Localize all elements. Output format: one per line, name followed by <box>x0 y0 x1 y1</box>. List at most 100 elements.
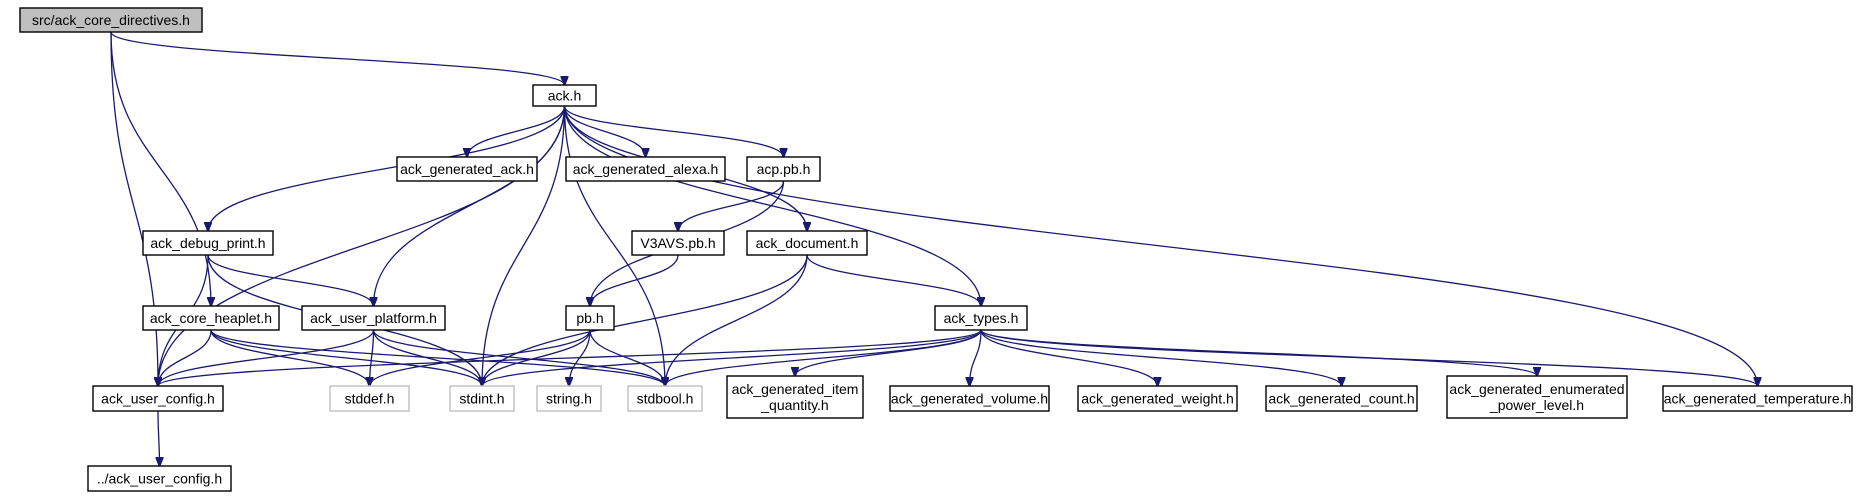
edge-v3avs-pb-to-pb-h <box>590 254 679 306</box>
node-label: ack_generated_volume.h <box>891 391 1048 407</box>
edge-ack-user-platform-to-stdint <box>372 329 483 386</box>
node-label: ack_types.h <box>944 310 1019 326</box>
node-ack-generated-item-quantity[interactable]: ack_generated_item_quantity.h <box>726 375 864 419</box>
edge-src-ack-core-directives-to-ack-core-heaplet <box>110 31 211 306</box>
node-label: stdbool.h <box>637 391 694 407</box>
node-ack-generated-count[interactable]: ack_generated_count.h <box>1265 385 1418 412</box>
node-stddef[interactable]: stddef.h <box>329 385 410 412</box>
edge-ack-core-heaplet-to-stdint <box>210 329 482 386</box>
node-box <box>329 385 410 412</box>
node-ack-generated-ack[interactable]: ack_generated_ack.h <box>396 156 538 182</box>
edge-ack-debug-print-to-ack-user-platform <box>207 254 374 306</box>
node-ack-debug-print[interactable]: ack_debug_print.h <box>142 230 274 256</box>
node-v3avs-pb[interactable]: V3AVS.pb.h <box>631 230 725 256</box>
edge-ack-types-to-ack-generated-weight <box>980 329 1158 386</box>
node-label: V3AVS.pb.h <box>640 235 715 251</box>
edge-acp-pb-to-v3avs-pb <box>678 180 785 231</box>
node-label: acp.pb.h <box>757 161 811 177</box>
node-box <box>142 305 280 331</box>
node-label: ack_generated_ack.h <box>400 161 534 177</box>
edge-ack-types-to-ack-generated-item-quantity <box>795 329 982 376</box>
node-box <box>1662 385 1853 412</box>
node-ack-generated-temperature[interactable]: ack_generated_temperature.h <box>1662 385 1853 412</box>
node-label: ack_document.h <box>756 235 859 251</box>
node-box <box>142 230 274 256</box>
node-ack-document[interactable]: ack_document.h <box>746 230 868 256</box>
edge-ack-user-config-to-parent-ack-user-config <box>158 410 160 466</box>
node-ack-generated-weight[interactable]: ack_generated_weight.h <box>1077 385 1238 412</box>
nodes-layer: src/ack_core_directives.h ack.h ack_genera… <box>19 7 1853 492</box>
edge-ack-h-to-acp-pb <box>563 105 784 157</box>
node-label-line: _quantity.h <box>760 397 828 413</box>
node-box <box>1446 375 1628 419</box>
node-box <box>87 465 232 492</box>
node-pb-h[interactable]: pb.h <box>565 305 615 331</box>
node-ack-core-heaplet[interactable]: ack_core_heaplet.h <box>142 305 280 331</box>
node-box <box>889 385 1050 412</box>
edge-ack-h-to-ack-types <box>563 105 982 306</box>
node-label: ack_generated_alexa.h <box>573 161 719 177</box>
node-box <box>746 156 821 182</box>
node-string-h[interactable]: string.h <box>536 385 602 412</box>
node-stdint[interactable]: stdint.h <box>449 385 515 412</box>
node-box <box>1077 385 1238 412</box>
node-box <box>92 385 224 412</box>
edge-ack-document-to-stdbool <box>665 254 808 386</box>
node-label: stddef.h <box>345 391 395 407</box>
node-ack-generated-alexa[interactable]: ack_generated_alexa.h <box>565 156 726 182</box>
node-box <box>934 305 1028 331</box>
node-box <box>19 7 203 33</box>
edge-ack-h-to-ack-user-config <box>158 105 566 386</box>
node-box <box>1265 385 1418 412</box>
edge-ack-h-to-stdbool <box>563 105 666 386</box>
edge-src-ack-core-directives-to-ack-user-config <box>110 31 158 386</box>
node-label: ../ack_user_config.h <box>97 471 222 487</box>
node-box <box>726 375 864 419</box>
node-box <box>627 385 703 412</box>
node-box <box>631 230 725 256</box>
edge-pb-h-to-stdint <box>482 329 591 386</box>
edges-layer <box>110 31 1758 466</box>
node-ack-types[interactable]: ack_types.h <box>934 305 1028 331</box>
node-label: ack.h <box>548 88 581 104</box>
node-label: ack_generated_temperature.h <box>1664 391 1852 407</box>
edge-ack-h-to-ack-debug-print <box>208 105 566 231</box>
node-box <box>396 156 538 182</box>
edge-ack-types-to-ack-generated-count <box>980 329 1342 386</box>
node-label: string.h <box>546 391 592 407</box>
node-stdbool[interactable]: stdbool.h <box>627 385 703 412</box>
node-parent-ack-user-config[interactable]: ../ack_user_config.h <box>87 465 232 492</box>
node-box <box>746 230 868 256</box>
node-acp-pb[interactable]: acp.pb.h <box>746 156 821 182</box>
node-label-line: _power_level.h <box>1489 397 1584 413</box>
node-box <box>565 156 726 182</box>
node-src-ack-core-directives[interactable]: src/ack_core_directives.h <box>19 7 203 33</box>
node-label: stdint.h <box>459 391 504 407</box>
edge-ack-user-platform-to-stdbool <box>372 329 666 386</box>
node-box <box>301 305 446 331</box>
node-label: ack_generated_count.h <box>1268 391 1414 407</box>
edge-ack-types-to-ack-generated-enumerated-power-level <box>980 329 1537 376</box>
node-box <box>532 84 597 107</box>
node-label: ack_user_config.h <box>101 391 215 407</box>
edge-ack-document-to-ack-types <box>806 254 981 306</box>
edge-ack-user-platform-to-ack-user-config <box>158 329 375 386</box>
node-box <box>565 305 615 331</box>
node-ack-user-config[interactable]: ack_user_config.h <box>92 385 224 412</box>
edge-ack-h-to-ack-generated-alexa <box>563 105 646 157</box>
edge-src-ack-core-directives-to-ack-h <box>110 31 565 85</box>
edge-ack-h-to-stdint <box>482 105 566 386</box>
node-ack-user-platform[interactable]: ack_user_platform.h <box>301 305 446 331</box>
node-label: ack_core_heaplet.h <box>150 310 272 326</box>
edge-ack-h-to-ack-generated-temperature <box>563 105 1758 386</box>
node-label-line: ack_generated_enumerated <box>1449 381 1624 397</box>
node-label: ack_debug_print.h <box>150 235 265 251</box>
node-ack-generated-enumerated-power-level[interactable]: ack_generated_enumerated_power_level.h <box>1446 375 1628 419</box>
node-label: ack_user_platform.h <box>310 310 437 326</box>
node-ack-h[interactable]: ack.h <box>532 84 597 107</box>
edge-ack-h-to-ack-generated-ack <box>467 105 566 157</box>
edge-pb-h-to-stddef <box>370 329 591 386</box>
node-ack-generated-volume[interactable]: ack_generated_volume.h <box>889 385 1050 412</box>
edge-ack-types-to-ack-generated-volume <box>970 329 982 386</box>
